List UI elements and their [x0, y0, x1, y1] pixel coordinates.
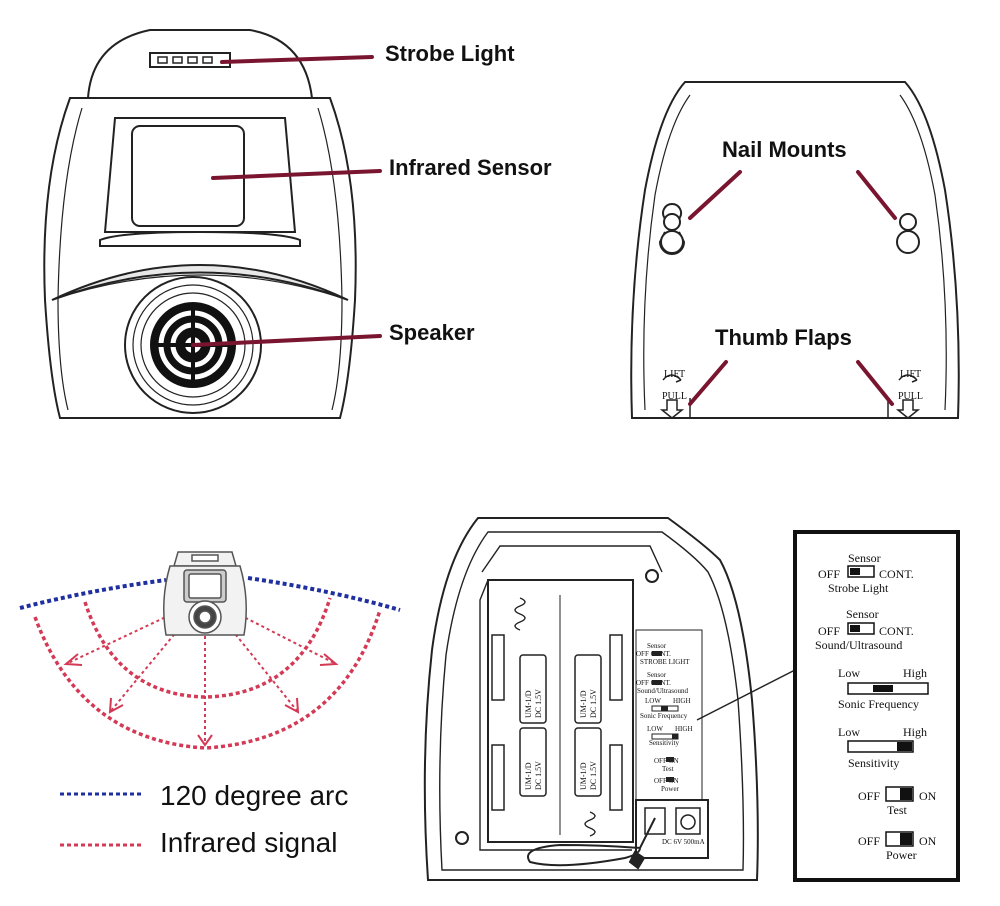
battery-label-3: UM-1/D: [579, 690, 588, 718]
signal-arrowheads: [63, 653, 339, 747]
lift-label-left: LIFT: [664, 369, 685, 380]
zoom-switch-strobe: [847, 565, 875, 578]
legend: 120 degree arc Infrared signal: [60, 780, 348, 858]
lift-arrow-right: [898, 374, 918, 383]
zoom-off-4: OFF: [858, 834, 880, 848]
back-body-outline: [630, 81, 960, 419]
speaker-label: Speaker: [389, 320, 475, 345]
thumb-flap-leader-right: [856, 360, 894, 406]
signal-rays: [65, 614, 337, 745]
nail-mount-leader-left: [688, 170, 742, 220]
small-power: Power: [661, 785, 680, 793]
legend-signal-label: Infrared signal: [160, 827, 337, 858]
screw-bottom-left: [455, 831, 469, 845]
pull-label-right: PULL: [898, 391, 923, 402]
lift-arrow-left: [662, 374, 682, 383]
zoom-sonic-frequency: Sonic Frequency: [838, 697, 919, 711]
zoom-off-2: OFF: [818, 624, 840, 638]
strobe-light-label: Strobe Light: [385, 41, 515, 66]
screw-top: [645, 569, 659, 583]
zoom-on-3: ON: [919, 789, 937, 803]
battery-compartment-view: [423, 517, 759, 881]
zoom-test: Test: [887, 803, 907, 817]
zoom-power: Power: [886, 848, 917, 862]
lift-label-right: LIFT: [900, 369, 921, 380]
front-view: [43, 29, 357, 419]
zoom-panel-frame: [793, 530, 960, 882]
infrared-sensor-leader: [211, 169, 382, 180]
small-dc-rating: DC 6V 500mA: [662, 838, 705, 846]
zoom-strobe-light: Strobe Light: [828, 581, 889, 595]
pull-label-left: PULL: [662, 391, 687, 402]
battery-label-1: UM-1/D: [524, 690, 533, 718]
small-low-2: LOW: [647, 725, 663, 733]
nail-mounts-label: Nail Mounts: [722, 137, 847, 162]
pull-arrow-left: [659, 399, 685, 419]
back-callout-lines: [688, 170, 897, 406]
zoom-sensor-2: Sensor: [846, 607, 879, 621]
small-switch-labels: Sensor OFF CONT. STROBE LIGHT Sensor OFF…: [636, 642, 705, 846]
small-sensor-2: Sensor: [647, 671, 667, 679]
small-high-2: HIGH: [675, 725, 693, 733]
thumb-flaps-label: Thumb Flaps: [715, 325, 852, 350]
strobe-led-bar: [149, 52, 231, 68]
infrared-sensor-label: Infrared Sensor: [389, 155, 552, 180]
zoom-cont-1: CONT.: [879, 567, 914, 581]
zoom-high-1: High: [903, 666, 927, 680]
battery-labels: UM-1/D DC 1.5V UM-1/D DC 1.5V UM-1/D DC …: [524, 689, 598, 790]
legend-arc-label: 120 degree arc: [160, 780, 348, 811]
small-sonic-frequency: Sonic Frequency: [640, 712, 688, 720]
battery-label-4: UM-1/D: [579, 762, 588, 790]
small-test: Test: [662, 765, 674, 773]
zoom-sound-ultrasound: Sound/Ultrasound: [815, 638, 902, 652]
small-high-1: HIGH: [673, 697, 691, 705]
battery-rating-4: DC 1.5V: [589, 761, 598, 790]
battery-rating-3: DC 1.5V: [589, 689, 598, 718]
zoom-low-2: Low: [838, 725, 860, 739]
battery-cells: [491, 595, 623, 837]
strobe-light-leader: [220, 55, 374, 64]
zoom-cont-2: CONT.: [879, 624, 914, 638]
zoom-off-3: OFF: [858, 789, 880, 803]
mini-detector: [163, 551, 247, 636]
small-sound-ultrasound: Sound/Ultrasound: [637, 687, 688, 695]
switch-panel-zoom: Sensor OFF CONT. Strobe Light Sensor OFF…: [793, 530, 960, 882]
battery-rating-2: DC 1.5V: [534, 761, 543, 790]
zoom-sensor-1: Sensor: [848, 551, 881, 565]
thumb-flap-leader-left: [688, 360, 728, 406]
power-cord: [527, 817, 656, 867]
panel-zoom-leader: [696, 669, 796, 721]
zoom-slider-sensitivity: [847, 740, 914, 753]
zoom-on-4: ON: [919, 834, 937, 848]
nail-mount-leader-right: [856, 170, 897, 220]
small-sensitivity: Sensitivity: [649, 739, 679, 747]
zoom-sensitivity: Sensitivity: [848, 756, 899, 770]
pull-arrow-right: [895, 399, 921, 419]
arc-boundary-left: [19, 578, 167, 610]
small-low-1: LOW: [645, 697, 661, 705]
front-callout-lines: [191, 55, 382, 347]
switch-panel-small: [635, 629, 703, 801]
zoom-off-1: OFF: [818, 567, 840, 581]
speaker-leader: [191, 334, 382, 347]
coverage-diagram: [19, 551, 401, 750]
arc-boundary-right: [247, 576, 401, 612]
back-view: [630, 81, 960, 419]
small-strobe-light: STROBE LIGHT: [640, 658, 690, 666]
zoom-low-1: Low: [838, 666, 860, 680]
battery-rating-1: DC 1.5V: [534, 689, 543, 718]
zoom-high-2: High: [903, 725, 927, 739]
small-sensor-1: Sensor: [647, 642, 667, 650]
zoom-switch-sound: [847, 622, 875, 635]
battery-label-2: UM-1/D: [524, 762, 533, 790]
